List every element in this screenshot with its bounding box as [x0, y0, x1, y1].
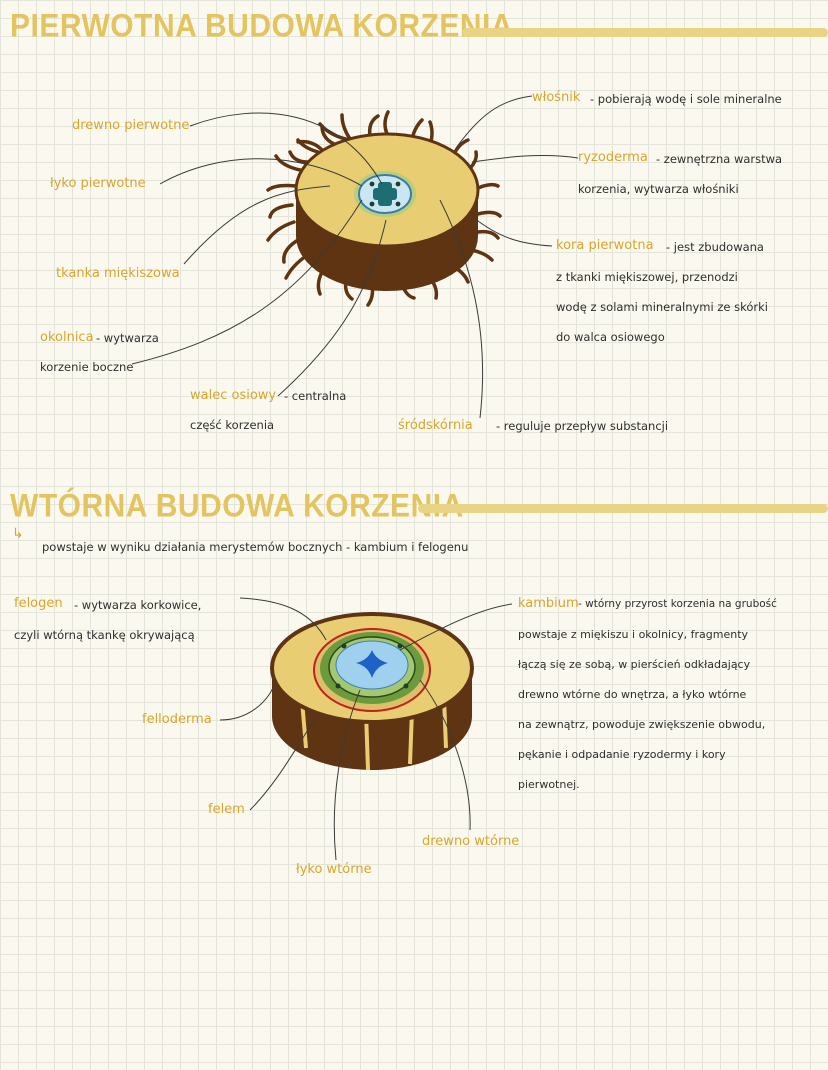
primary-phloem — [369, 181, 401, 207]
label-okolnica-desc2: korzenie boczne — [40, 360, 134, 374]
section1-title: PIERWOTNA BUDOWA KORZENIA — [10, 8, 514, 45]
label-felloderma: felloderma — [142, 712, 212, 727]
section2-title: WTÓRNA BUDOWA KORZENIA — [10, 488, 464, 525]
label-srodskornia: śródskórnia — [398, 418, 473, 433]
label-lyko-pierwotne: łyko pierwotne — [50, 176, 146, 191]
label-tkanka-miekiszowa: tkanka miękiszowa — [56, 266, 180, 281]
label-lyko-wtorne: łyko wtórne — [296, 862, 372, 877]
secondary-leader-lines — [219, 597, 513, 861]
label-ryzoderma-desc2: korzenia, wytwarza włośniki — [578, 182, 739, 196]
label-kora-desc1: - jest zbudowana — [666, 240, 764, 254]
label-kambium-desc4: drewno wtórne do wnętrza, a łyko wtórne — [518, 688, 747, 701]
label-okolnica-desc1: - wytwarza — [96, 331, 159, 345]
label-kora-desc4: do walca osiowego — [556, 330, 665, 344]
label-kora-pierwotna: kora pierwotna — [556, 238, 654, 253]
label-felogen-desc2: czyli wtórną tkankę okrywającą — [14, 628, 195, 642]
label-kambium-desc2: powstaje z miękiszu i okolnicy, fragment… — [518, 628, 749, 641]
label-kora-desc2: z tkanki miękiszowej, przenodzi — [556, 270, 738, 284]
label-walec-desc1: - centralna — [284, 389, 347, 403]
intro-arrow: ↳ — [12, 526, 24, 542]
label-kambium-desc6: pękanie i odpadanie ryzodermy i kory — [518, 748, 726, 761]
section1-title-underline — [462, 28, 828, 37]
primary-leader-lines — [131, 95, 579, 419]
label-kambium: kambium — [518, 596, 579, 611]
label-kambium-desc5: na zewnątrz, powoduje zwiększenie obwodu… — [518, 718, 766, 731]
label-kambium-desc7: pierwotnej. — [518, 778, 580, 791]
label-wlosnik-desc: - pobierają wodę i sole mineralne — [590, 92, 782, 106]
section2-title-underline — [418, 504, 828, 513]
primary-xylem — [373, 182, 397, 206]
label-ryzoderma-desc1: - zewnętrzna warstwa — [656, 152, 783, 166]
label-kora-desc3: wodę z solami mineralnymi ze skórki — [556, 300, 768, 314]
secondary-center-cross — [356, 650, 388, 678]
label-felogen-desc1: - wytwarza korkowice, — [74, 598, 202, 612]
label-kambium-desc1: - wtórny przyrost korzenia na grubość — [578, 598, 777, 610]
label-drewno-wtorne: drewno wtórne — [422, 834, 520, 849]
label-felem: felem — [208, 802, 245, 817]
label-ryzoderma: ryzoderma — [578, 150, 648, 165]
label-okolnica: okolnica — [40, 330, 94, 345]
label-walec-desc2: część korzenia — [190, 418, 275, 432]
label-drewno-pierwotne: drewno pierwotne — [72, 118, 190, 133]
label-walec-osiowy: walec osiowy — [190, 388, 277, 403]
label-wlosnik: włośnik — [532, 90, 581, 105]
secondary-phloem-dots — [335, 643, 409, 689]
label-srodskornia-desc: - reguluje przepływ substancji — [496, 419, 669, 433]
section2-intro: powstaje w wyniku działania merystemów b… — [42, 540, 469, 554]
label-felogen: felogen — [14, 596, 63, 611]
label-kambium-desc3: łączą się ze sobą, w pierścień odkładają… — [518, 658, 751, 671]
